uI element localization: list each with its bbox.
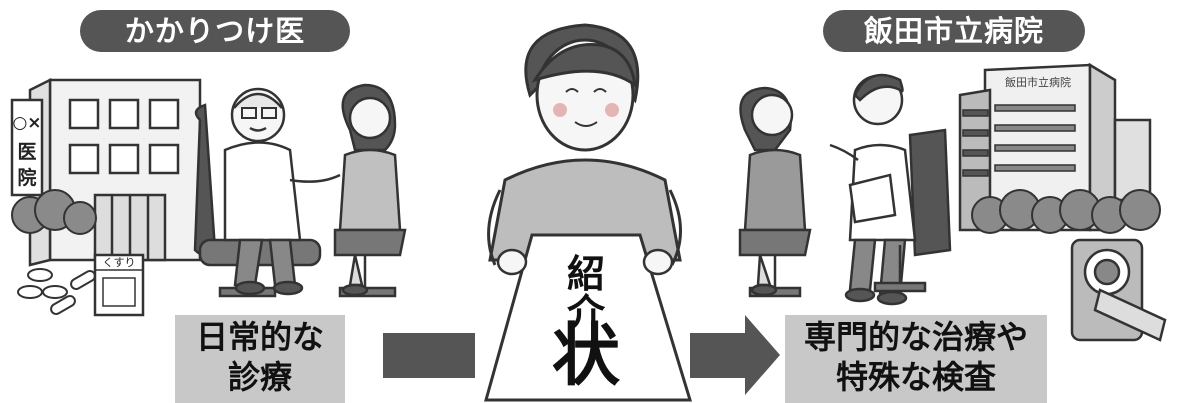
clinic-caption-line1: 日常的な <box>195 318 324 356</box>
clinic-patient <box>333 83 407 298</box>
referral-letter <box>484 233 693 402</box>
ct-scanner-icon <box>1070 238 1167 342</box>
clinic-doctor <box>193 87 341 298</box>
hospital-doctor <box>829 73 952 306</box>
referral-letter-char2: 介 <box>566 290 605 335</box>
arrow-right <box>690 315 780 395</box>
center-person <box>487 23 682 266</box>
referral-letter-char3: 状 <box>551 316 620 396</box>
referral-letter-char1: 紹 <box>566 251 605 296</box>
clinic-sign-line2: 院 <box>17 166 36 189</box>
hospital-patient <box>738 86 812 298</box>
clinic-building <box>28 77 202 267</box>
hospital-sign-text: 飯田市立病院 <box>1005 75 1071 89</box>
hospital-building <box>958 62 1152 232</box>
pills-icon <box>17 268 96 315</box>
hospital-label: 飯田市立病院 <box>823 10 1085 52</box>
clinic-caption-line2: 診療 <box>227 358 292 396</box>
clinic-sign-mark: ○× <box>12 113 41 133</box>
medicine-bag: くすり <box>93 253 145 317</box>
hospital-caption: 専門的な治療や 特殊な検査 <box>785 315 1047 403</box>
medicine-label: くすり <box>103 256 136 269</box>
clinic-label: かかりつけ医 <box>80 10 350 52</box>
clinic-sign: ○× 医 院 <box>10 98 44 197</box>
hospital-caption-line1: 専門的な治療や <box>803 318 1028 356</box>
connector-bar-left <box>383 333 475 378</box>
bushes-left <box>11 189 97 235</box>
hospital-caption-line2: 特殊な検査 <box>835 358 996 396</box>
clinic-caption: 日常的な 診療 <box>175 315 345 403</box>
clinic-sign-line1: 医 <box>17 141 36 163</box>
bushes-right <box>971 189 1161 234</box>
